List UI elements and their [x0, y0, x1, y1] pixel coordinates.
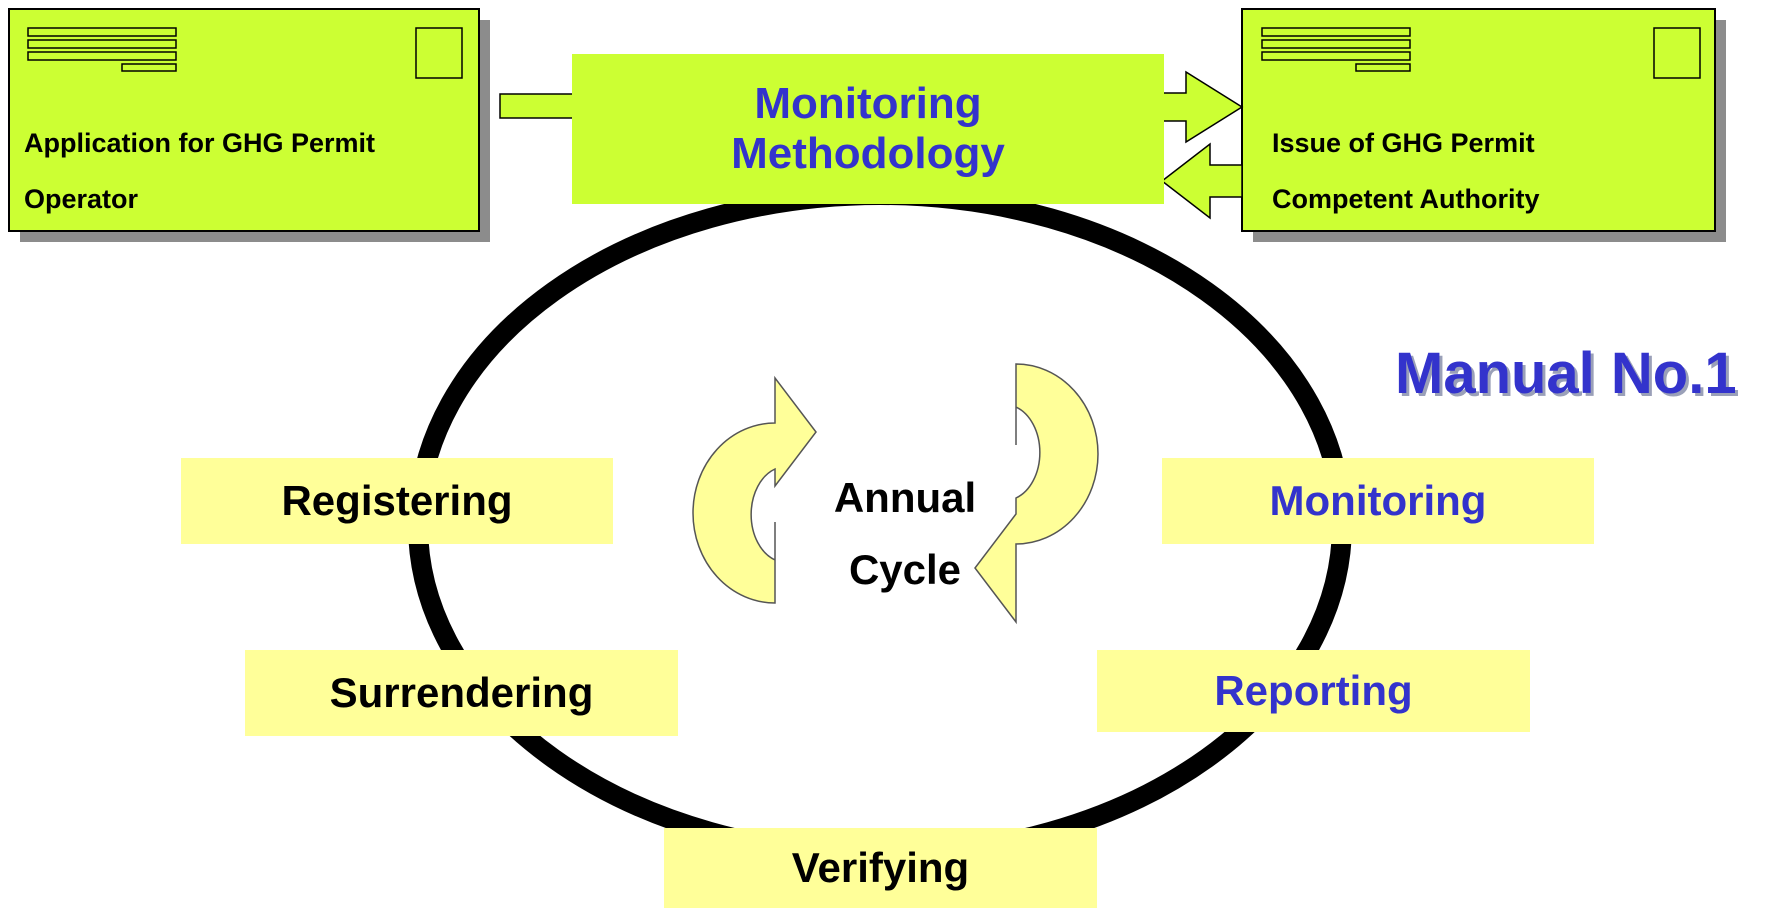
application-party: Operator [24, 184, 139, 214]
methodology-box: Monitoring Methodology [572, 54, 1164, 204]
issue-document-icon [1241, 8, 1726, 242]
cycle-arrow-left-icon [692, 375, 817, 604]
methodology-line-2: Methodology [731, 129, 1005, 178]
step-verifying: Verifying [664, 828, 1097, 908]
step-surrendering: Surrendering [245, 650, 678, 736]
application-document-icon [8, 8, 490, 242]
annual-cycle-label: Annual Cycle [810, 462, 1000, 606]
arrow-right-icon [1159, 70, 1244, 144]
application-connector [499, 93, 577, 119]
cycle-line-2: Cycle [848, 546, 962, 593]
cycle-line-1: Annual [833, 474, 977, 521]
cycle-arrow-right-shape [974, 363, 1099, 625]
issue-title: Issue of GHG Permit [1272, 128, 1535, 158]
application-title: Application for GHG Permit [24, 128, 376, 158]
step-registering: Registering [181, 458, 613, 544]
manual-label: Manual No.1 [1395, 341, 1737, 406]
arrow-left-icon [1160, 142, 1243, 220]
step-reporting: Reporting [1097, 650, 1530, 732]
step-monitoring: Monitoring [1162, 458, 1594, 544]
methodology-line-1: Monitoring [754, 79, 982, 128]
issue-party: Competent Authority [1272, 184, 1540, 214]
